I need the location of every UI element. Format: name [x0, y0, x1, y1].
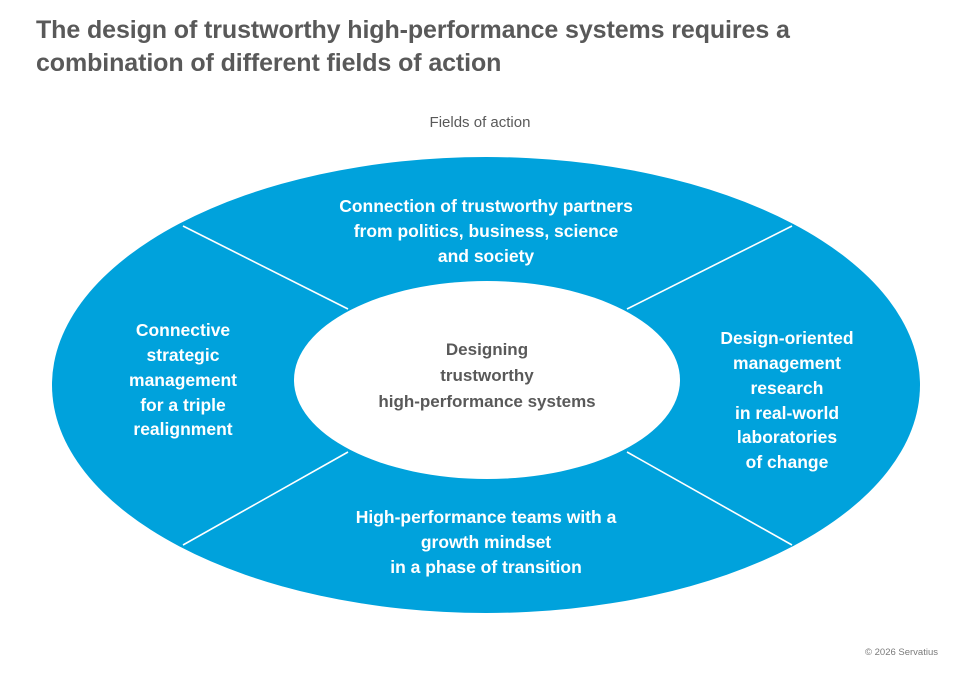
segment-left-line-3: management [129, 369, 237, 390]
segment-top[interactable]: Connection of trustworthy partners from … [286, 194, 686, 269]
chart-caption: Fields of action [429, 114, 531, 131]
divider-top-right [626, 225, 793, 310]
hub-label[interactable]: Designing trustworthy high-performance s… [297, 337, 677, 414]
segment-top-line-3: and society [437, 245, 535, 266]
hub-label-line-2: trustworthy [440, 365, 534, 385]
hub-label-line-1: Designing [445, 340, 529, 359]
segment-top-line-2: from politics, business, science [353, 220, 619, 241]
segment-top-line-1: Connection of trustworthy partners [339, 196, 633, 216]
segment-left[interactable]: Connective strategic management for a tr… [88, 318, 278, 442]
segment-right-line-5: laboratories [736, 427, 838, 448]
page-title: The design of trustworthy high-performan… [36, 14, 916, 79]
segment-right-line-6: of change [745, 452, 829, 473]
segment-left-line-4: for a triple [140, 394, 226, 415]
segment-bottom-line-3: in a phase of transition [390, 556, 582, 577]
segment-right-line-2: management [733, 352, 841, 373]
segment-right-line-1: Design-oriented [720, 328, 854, 348]
segment-left-line-1: Connective [135, 320, 231, 340]
segment-bottom-line-1: High-performance teams with a [355, 507, 617, 527]
page-title-line-1: The design of trustworthy high-performan… [36, 16, 790, 44]
copyright-notice: © 2026 Servatius [864, 647, 938, 658]
segment-bottom-line-2: growth mindset [420, 531, 552, 552]
hub-ellipse [294, 281, 680, 479]
segment-right-line-3: research [750, 377, 824, 398]
segment-left-line-5: realignment [133, 419, 233, 440]
hub-label-line-3: high-performance systems [378, 391, 596, 411]
segment-dividers [182, 225, 793, 546]
segment-right[interactable]: Design-oriented management research in r… [690, 326, 884, 475]
page-title-line-2: combination of different fields of actio… [36, 48, 502, 77]
divider-bottom-right [626, 451, 793, 546]
segment-right-line-4: in real-world [734, 402, 840, 423]
divider-top-left [182, 225, 349, 310]
divider-bottom-left [182, 451, 349, 546]
segment-bottom[interactable]: High-performance teams with a growth min… [296, 505, 676, 580]
segment-left-line-2: strategic [146, 344, 220, 365]
